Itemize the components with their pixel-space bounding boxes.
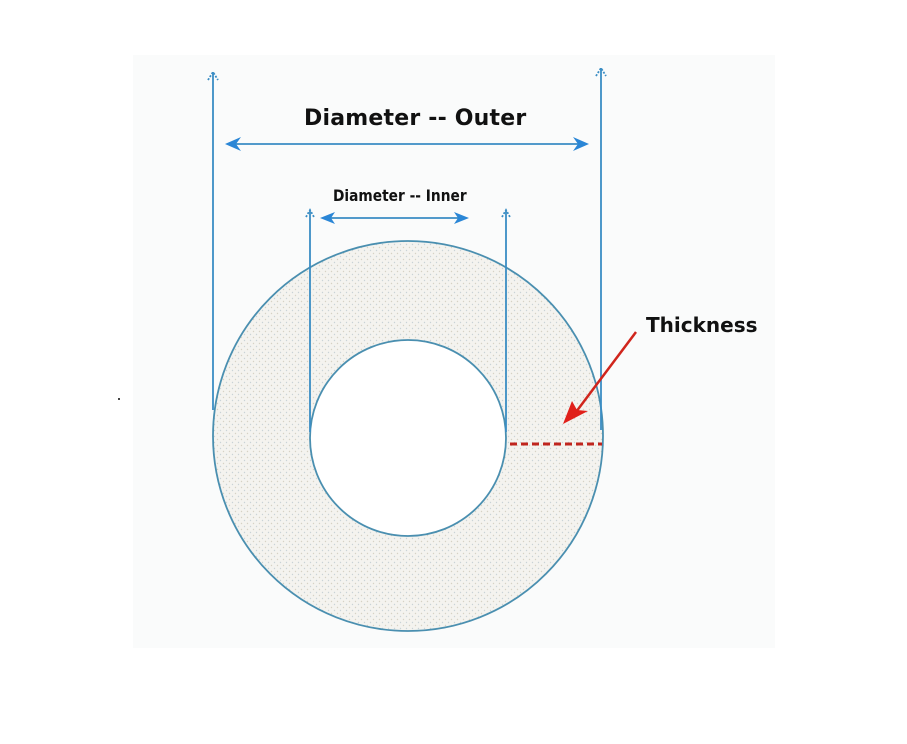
outer-circle bbox=[212, 240, 604, 632]
inner-diameter-label: Diameter -- Inner bbox=[333, 186, 467, 205]
outer-extension-lines bbox=[207, 66, 607, 430]
tube-ring bbox=[212, 240, 604, 632]
thickness-label: Thickness bbox=[646, 313, 758, 337]
stray-dot bbox=[118, 398, 120, 400]
inner-extension-lines bbox=[305, 208, 511, 432]
outer-diameter-arrow bbox=[225, 137, 589, 151]
inner-diameter-arrow bbox=[320, 212, 469, 224]
inner-circle bbox=[309, 339, 507, 537]
outer-diameter-label: Diameter -- Outer bbox=[304, 106, 527, 131]
thickness-pointer-arrow bbox=[563, 331, 637, 424]
